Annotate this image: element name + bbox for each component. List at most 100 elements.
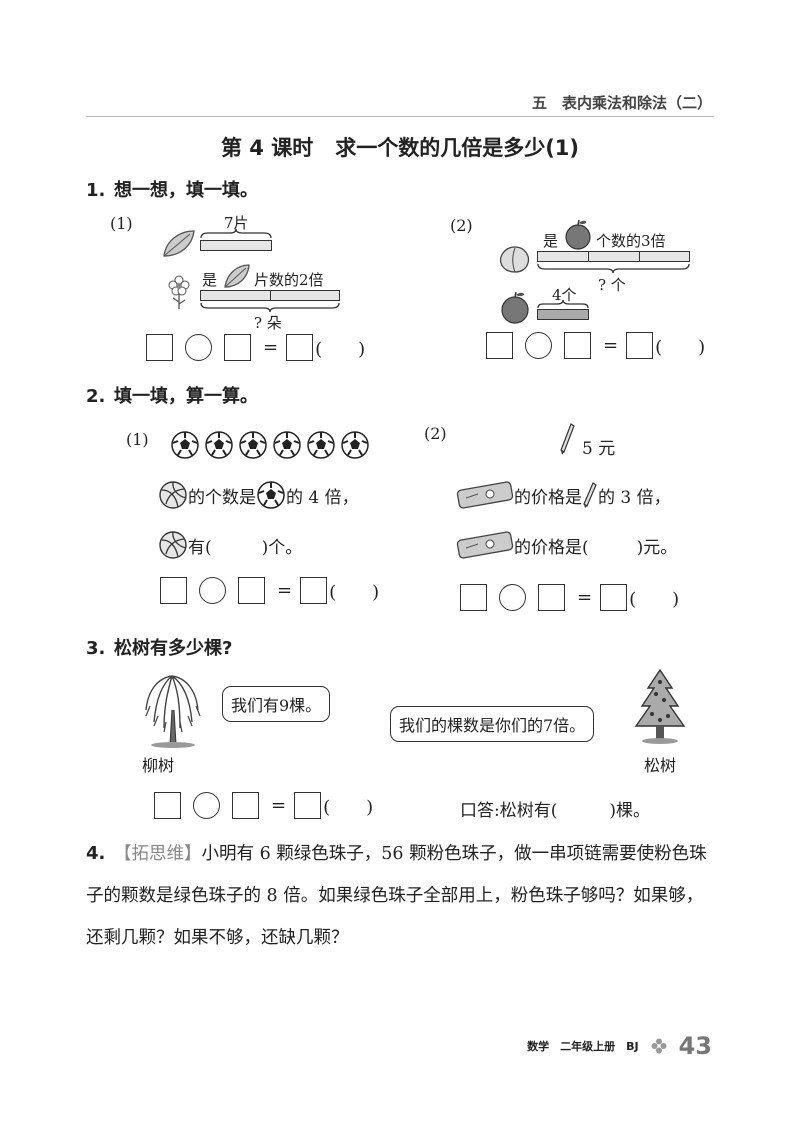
compare-tail: 片数的2倍 — [254, 271, 324, 289]
pencil-icon — [560, 423, 575, 455]
unit-blank[interactable]: ( ) — [629, 588, 680, 610]
volleyball-icon — [159, 531, 187, 559]
equals-sign: = — [603, 335, 619, 356]
pine-tree-icon — [634, 668, 686, 744]
decorative-flower-icon — [651, 1038, 667, 1054]
page-number: 43 — [678, 1032, 712, 1060]
peach-icon — [499, 246, 530, 273]
soccer-ball-icon — [239, 431, 267, 459]
operator-circle[interactable] — [193, 792, 220, 819]
peach-question: ? 个 — [598, 276, 626, 294]
question-text: 松树有多少棵? — [114, 638, 233, 659]
text-fragment: )个。 — [261, 537, 303, 558]
text-fragment: 的 4 倍， — [286, 487, 359, 508]
question-2-heading: 2. 填一填，算一算。 — [86, 382, 258, 408]
answer-box[interactable] — [154, 792, 181, 819]
answer-box[interactable] — [286, 334, 314, 361]
compare-word: 是 — [202, 271, 218, 289]
q2-part1-label: (1) — [126, 430, 149, 449]
q3-oral-answer: 口答:松树有()棵。 — [460, 796, 650, 821]
lesson-number: 第 4 课时 — [220, 136, 314, 160]
page-title: 第 4 课时求一个数的几倍是多少(1) — [0, 132, 800, 162]
answer-box[interactable] — [486, 332, 513, 359]
answer-box[interactable] — [564, 332, 591, 359]
answer-box[interactable] — [232, 792, 259, 819]
pencil-case-icon — [456, 531, 514, 559]
question-text: 小明有 6 颗绿色珠子，56 颗粉色珠子，做一串项链需要使粉色珠子的颗数是绿色珠… — [86, 844, 707, 948]
text-fragment: 的价格是 — [514, 487, 582, 508]
answer-box[interactable] — [538, 584, 565, 611]
pencil-icon — [583, 482, 597, 508]
q1-part1-equation: = ( ) — [146, 334, 365, 361]
operator-circle[interactable] — [185, 334, 212, 361]
leaf-icon — [163, 230, 195, 257]
soccer-ball-icon — [341, 431, 369, 459]
question-text: 想一想，填一填。 — [114, 180, 258, 201]
question-number: 2. — [86, 386, 106, 407]
soccer-ball-icon — [171, 431, 199, 459]
question-number: 3. — [86, 638, 106, 659]
q2-part2-line2: 的价格是( )元。 — [456, 530, 677, 560]
question-number: 1. — [86, 180, 106, 201]
q2-part2-label: (2) — [424, 424, 447, 443]
flower-bar — [200, 290, 340, 301]
answer-box[interactable] — [460, 584, 487, 611]
peach-bar — [537, 251, 690, 262]
q1-part1-label: (1) — [110, 214, 133, 233]
peach-bracket — [537, 263, 690, 273]
text-fragment: 的价格是( — [514, 537, 589, 558]
q2-part1-line2: 有( )个。 — [158, 530, 302, 560]
apple-icon — [501, 291, 529, 324]
apple-icon — [565, 219, 591, 250]
question-4: 4.【拓思维】小明有 6 颗绿色珠子，56 颗粉色珠子，做一串项链需要使粉色珠子… — [86, 833, 718, 959]
q3-equation: = ( ) — [154, 792, 373, 819]
answer-box[interactable] — [146, 334, 173, 361]
answer-box[interactable] — [224, 334, 251, 361]
text-fragment: 的个数是 — [188, 487, 256, 508]
unit-blank[interactable]: ( ) — [315, 338, 366, 360]
answer-box[interactable] — [294, 792, 322, 819]
equals-sign: = — [271, 795, 287, 816]
answer-box[interactable] — [238, 577, 265, 604]
operator-circle[interactable] — [499, 584, 526, 611]
leaf-icon — [224, 264, 250, 288]
q1-part2-label: (2) — [450, 216, 473, 235]
pine-label: 松树 — [644, 756, 677, 775]
pencil-case-icon — [456, 481, 514, 509]
willow-tree-icon — [145, 675, 201, 748]
question-number: 4. — [86, 843, 106, 864]
operator-circle[interactable] — [525, 332, 552, 359]
operator-circle[interactable] — [199, 577, 226, 604]
apple-bracket — [537, 300, 589, 309]
text-fragment: )元。 — [636, 537, 678, 558]
apple-count-label: 4个 — [552, 286, 577, 304]
apple-bar — [537, 309, 589, 320]
q2-part1-equation: = ( ) — [160, 577, 379, 604]
pine-speech-bubble: 我们的棵数是你们的7倍。 — [390, 706, 595, 742]
section-header: 五 表内乘法和除法（二） — [531, 94, 712, 112]
unit-blank[interactable]: ( ) — [323, 796, 374, 818]
compare-word: 是 — [543, 232, 559, 250]
unit-blank[interactable]: ( ) — [329, 581, 380, 603]
answer-box[interactable] — [600, 584, 628, 611]
flower-bracket — [200, 302, 340, 312]
answer-box[interactable] — [626, 332, 654, 359]
leaf-bracket — [200, 229, 272, 239]
q1-part2-equation: = ( ) — [486, 332, 705, 359]
question-text: 填一填，算一算。 — [114, 386, 258, 407]
flower-icon — [168, 275, 190, 309]
compare-tail: 个数的3倍 — [596, 232, 666, 250]
volleyball-icon — [159, 481, 187, 509]
book-info: 数学 二年级上册 BJ — [527, 1040, 639, 1053]
text-fragment: 的 3 倍， — [598, 487, 671, 508]
answer-box[interactable] — [300, 577, 328, 604]
unit-blank[interactable]: ( ) — [655, 336, 706, 358]
answer-box[interactable] — [160, 577, 187, 604]
page-footer: 数学 二年级上册 BJ 43 — [527, 1032, 712, 1060]
equals-sign: = — [577, 587, 593, 608]
willow-speech-bubble: 我们有9棵。 — [222, 686, 331, 722]
header-divider — [86, 116, 714, 117]
text-fragment: 口答:松树有( — [460, 801, 558, 821]
q2-part2-line1: 的价格是 的 3 倍， — [456, 480, 671, 510]
leaf-count-label: 7片 — [224, 214, 249, 232]
